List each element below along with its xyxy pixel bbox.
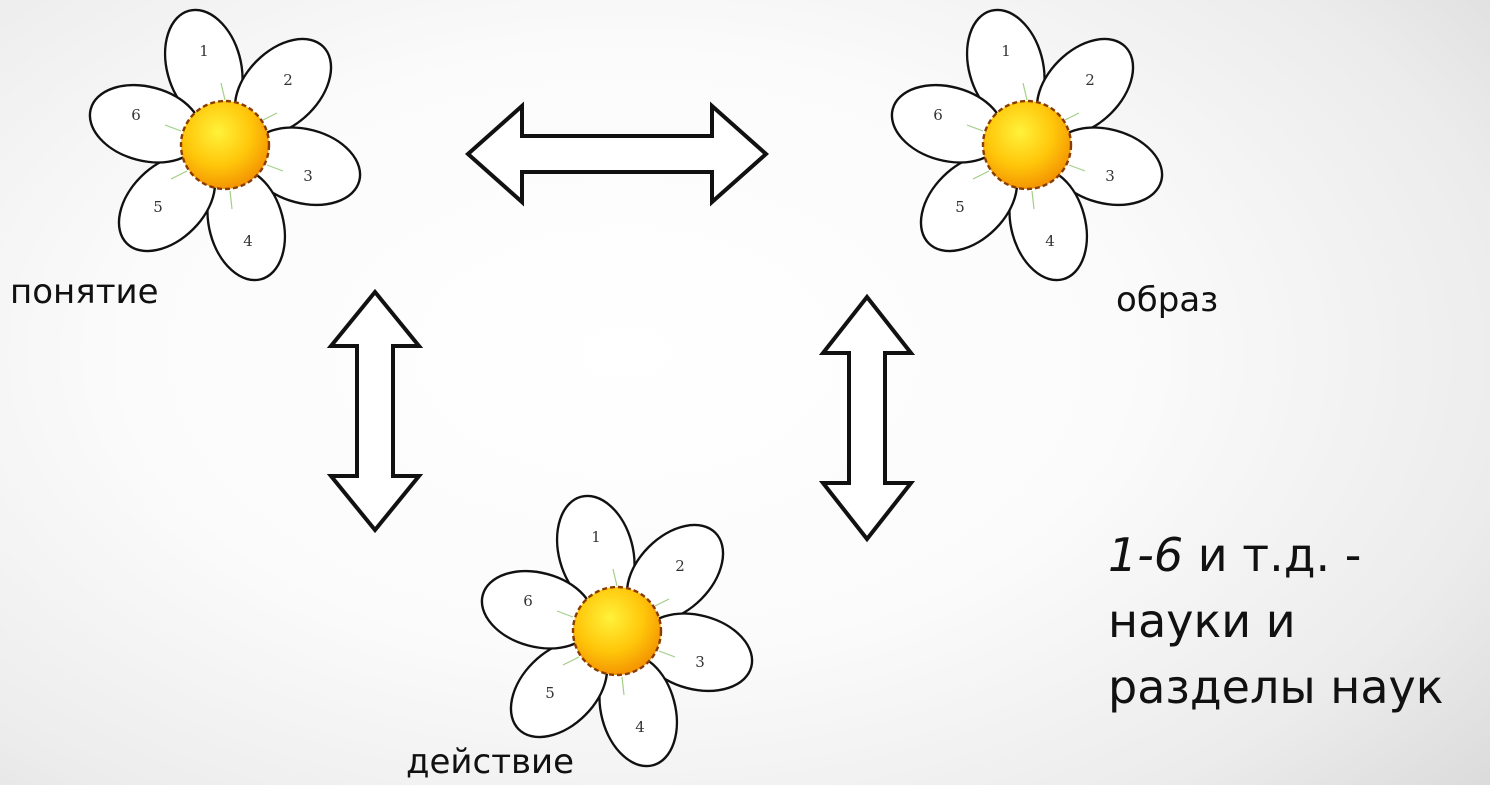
petal-number: 1 <box>199 42 209 60</box>
petal-number: 4 <box>1045 232 1055 250</box>
petal-number: 4 <box>243 232 253 250</box>
petal-number: 2 <box>675 557 685 575</box>
petal-number: 2 <box>1085 71 1095 89</box>
legend-line-1: 1-6 и т.д. - <box>1108 522 1444 588</box>
image-action-double-arrow <box>818 293 916 543</box>
flower-center <box>179 99 271 191</box>
concept-image-double-arrow <box>464 101 770 207</box>
petal-number: 6 <box>131 106 141 124</box>
petal-number: 5 <box>955 198 965 216</box>
legend-line-2: науки и <box>1108 594 1296 648</box>
petal-number: 6 <box>523 592 533 610</box>
image-label: образ <box>1116 280 1219 320</box>
petal-number: 5 <box>153 198 163 216</box>
petal-number: 1 <box>1001 42 1011 60</box>
concept-label: понятие <box>10 272 159 312</box>
petal-number: 3 <box>303 167 313 185</box>
petal-number: 6 <box>933 106 943 124</box>
action-label: действие <box>406 742 575 782</box>
flower-center <box>981 99 1073 191</box>
action-flower: 1 2 3 4 5 6 <box>480 494 754 768</box>
petal-number: 3 <box>1105 167 1115 185</box>
concept-flower: 1 2 3 4 5 6 <box>88 8 362 282</box>
concept-action-double-arrow <box>326 288 424 534</box>
legend-range: 1-6 <box>1108 528 1184 582</box>
legend-line-3: разделы наук <box>1108 660 1444 714</box>
image-flower: 1 2 3 4 5 6 <box>890 8 1164 282</box>
legend-note: 1-6 и т.д. - науки и разделы наук <box>1108 522 1444 720</box>
petal-number: 3 <box>695 653 705 671</box>
flower-center <box>571 585 663 677</box>
petal-number: 1 <box>591 528 601 546</box>
legend-line-1-rest: и т.д. - <box>1183 528 1362 582</box>
petal-number: 5 <box>545 684 555 702</box>
petal-number: 2 <box>283 71 293 89</box>
petal-number: 4 <box>635 718 645 736</box>
